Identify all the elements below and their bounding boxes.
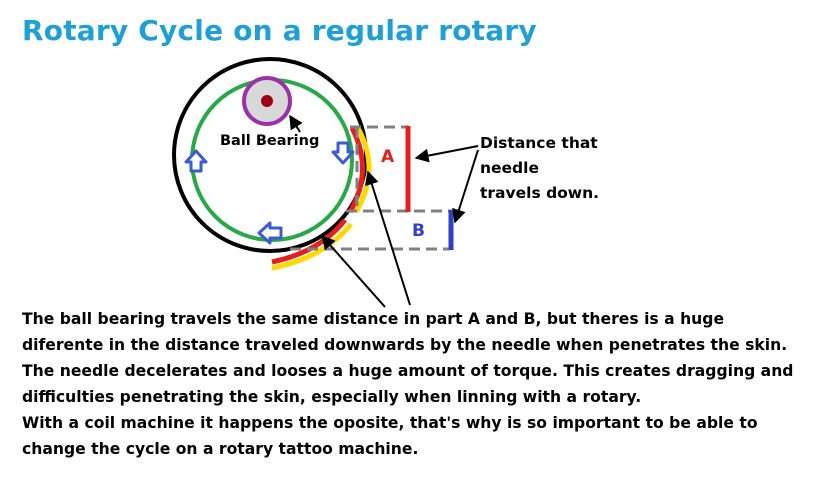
ball-bearing-icon	[242, 76, 292, 126]
distance-note-line-2: needle	[480, 159, 539, 177]
arc-pointer-a	[365, 170, 411, 306]
arc-part-b-yellow	[271, 222, 353, 271]
description-paragraph-2: With a coil machine it happens the oposi…	[22, 414, 758, 458]
arc-part-a-yellow	[353, 126, 372, 214]
rotation-arrow-bottom	[257, 221, 283, 245]
part-a-label: A	[381, 147, 395, 167]
distance-pointer-b	[452, 149, 479, 224]
distance-pointer-a	[414, 145, 479, 163]
description-paragraph-1: The ball bearing travels the same distan…	[22, 310, 794, 406]
distance-note-line-1: Distance that	[480, 134, 598, 152]
distance-note-line-3: travels down.	[480, 184, 599, 202]
distance-note: Distance that needle travels down.	[480, 134, 599, 202]
page-title: Rotary Cycle on a regular rotary	[22, 14, 537, 47]
rotation-arrow-right	[331, 141, 355, 165]
part-b-label: B	[412, 221, 425, 241]
arc-pointer-b	[321, 234, 386, 308]
ball-bearing-pointer	[289, 114, 303, 133]
arc-part-b-red	[271, 218, 347, 265]
description-text: The ball bearing travels the same distan…	[22, 306, 802, 462]
rotation-arrow-left	[184, 149, 208, 173]
ball-bearing-label: Ball Bearing	[220, 133, 319, 149]
